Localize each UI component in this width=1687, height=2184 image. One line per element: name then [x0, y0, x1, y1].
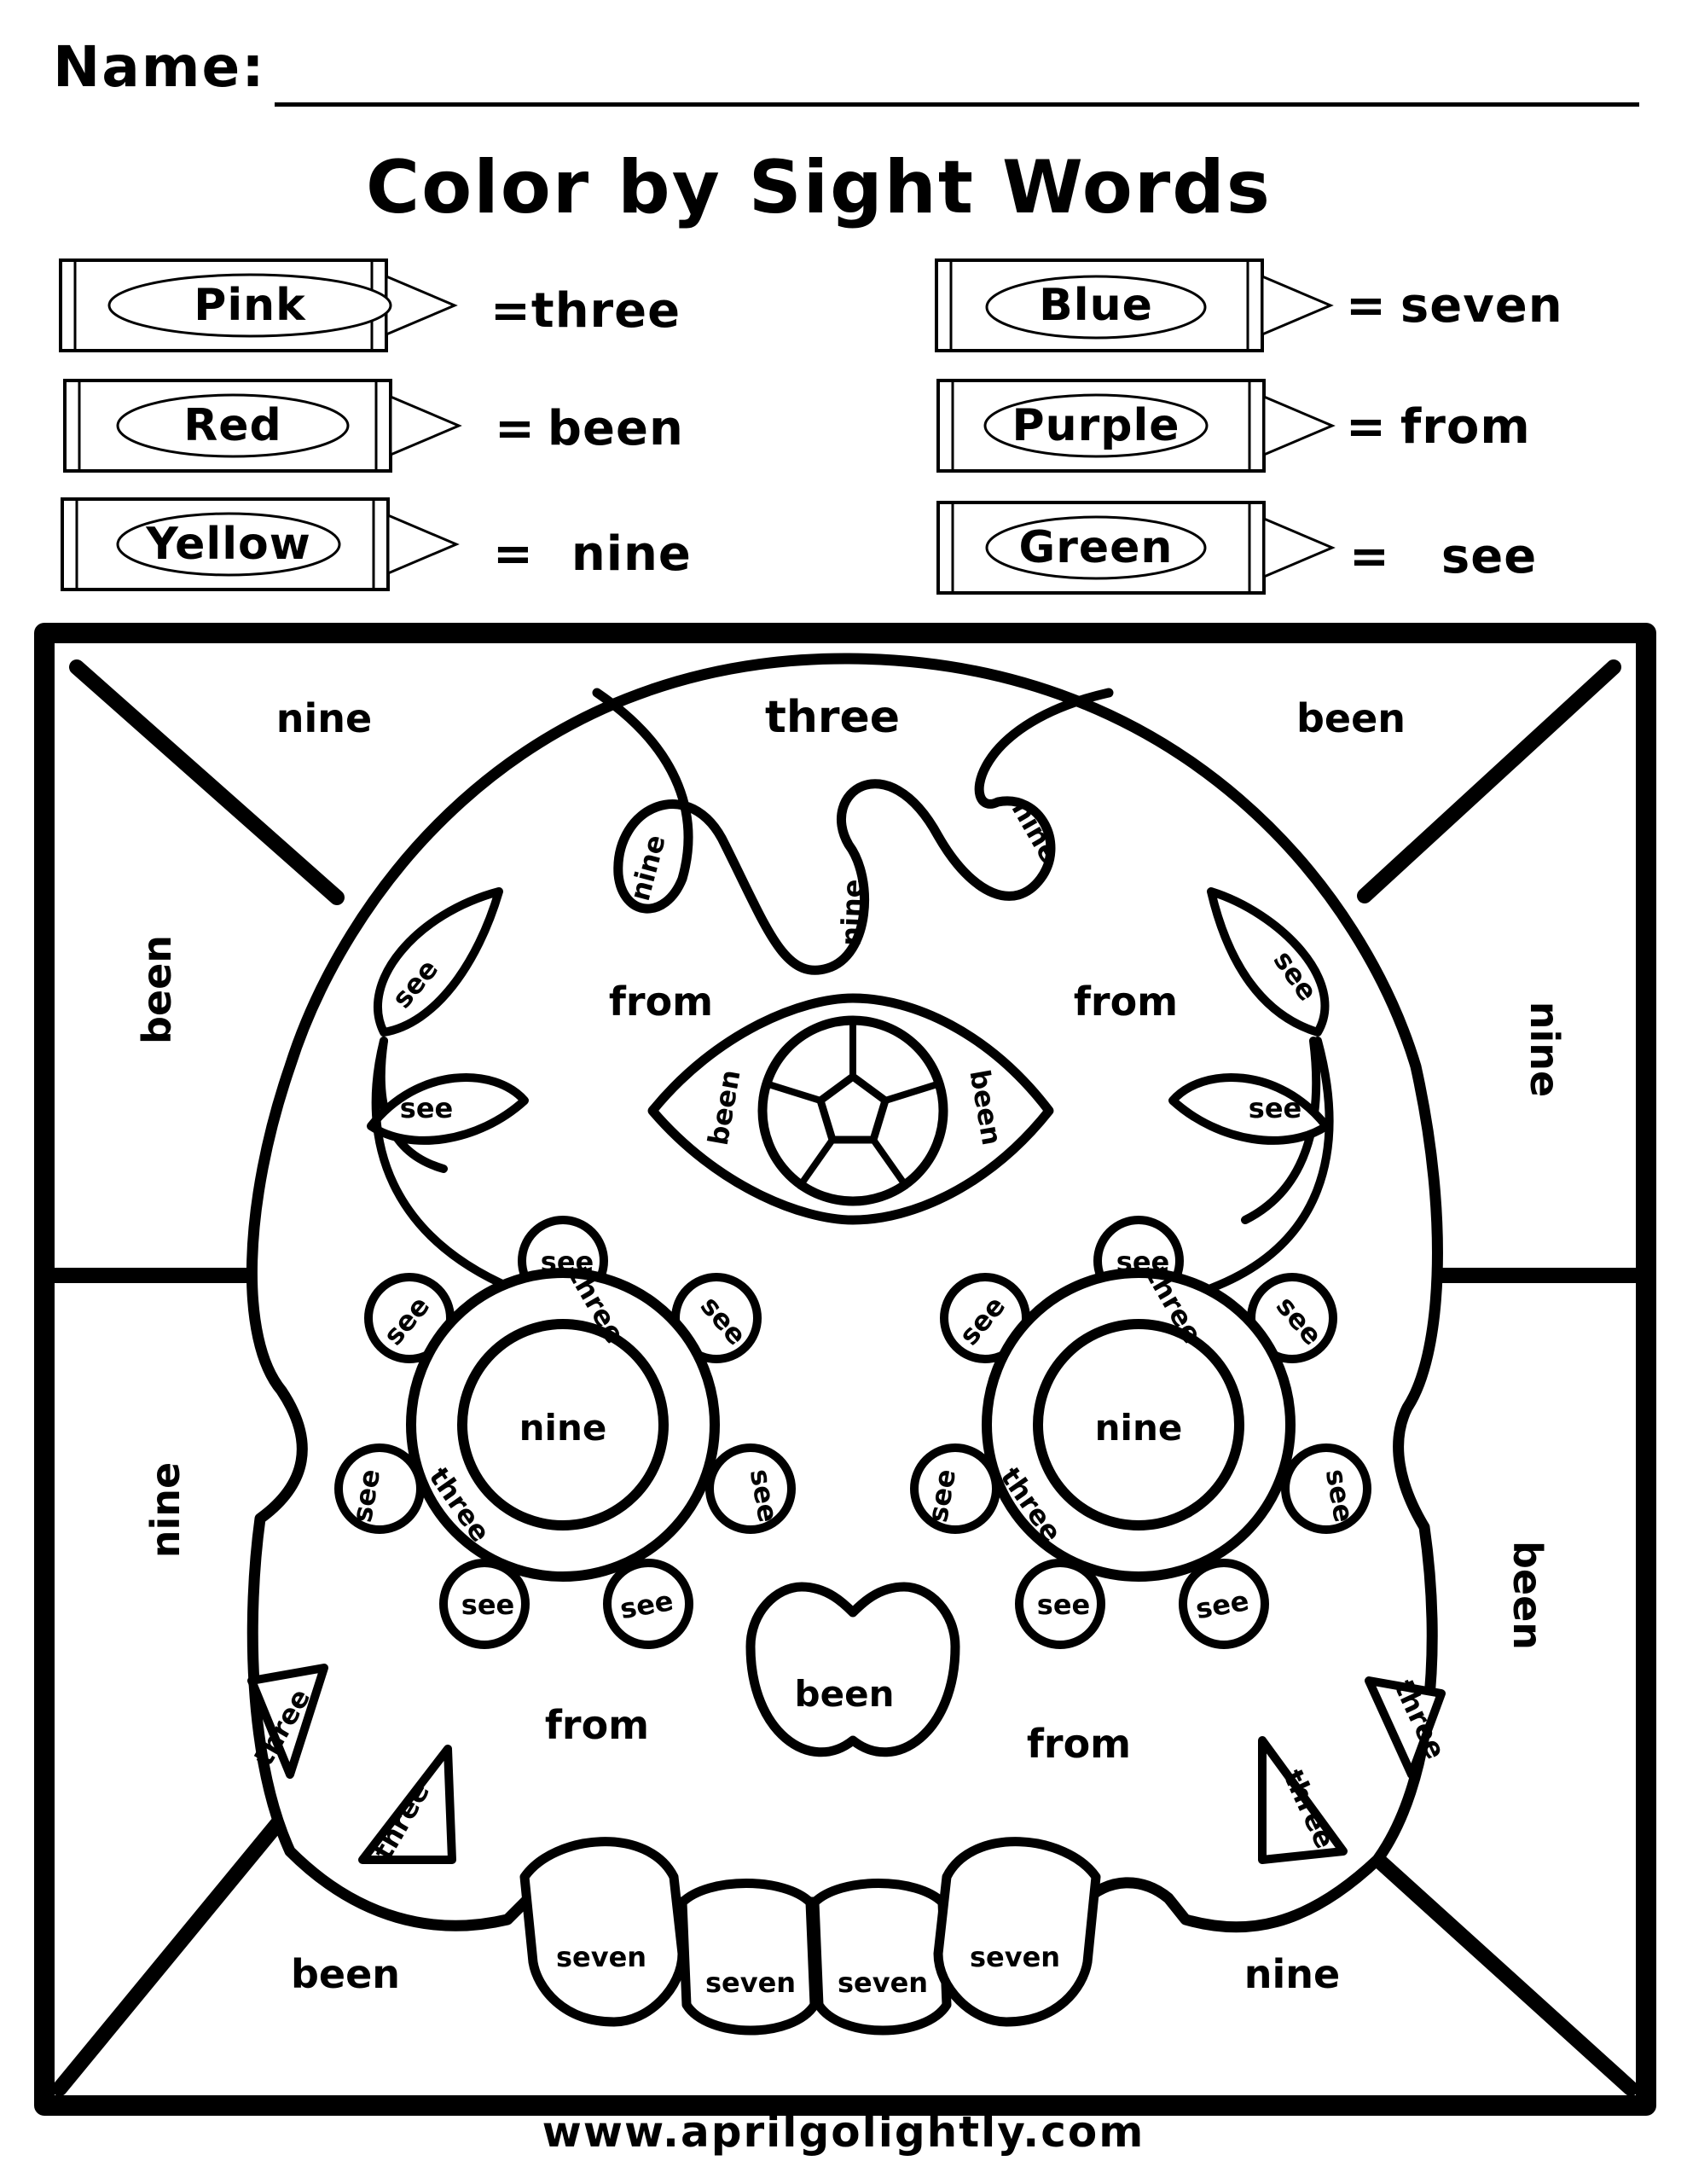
- crayon-icon: [936, 501, 1336, 595]
- word-corner-top-right: been: [1296, 695, 1406, 741]
- crayon-icon: [61, 497, 460, 591]
- left-eye-flower: [334, 1216, 796, 1649]
- gem-facet: [816, 1072, 890, 1144]
- word-cheek: from: [545, 1702, 649, 1748]
- word-cheek: from: [1027, 1721, 1131, 1767]
- name-label: Name:: [53, 34, 266, 100]
- corner-divider: [1372, 1854, 1638, 2096]
- teeth: [519, 1837, 1101, 2036]
- leaf-shape: [1207, 887, 1330, 1037]
- word-right-upper: nine: [1522, 1002, 1568, 1097]
- leaf-shape: [367, 1072, 529, 1145]
- word-corner-bottom-right: nine: [1244, 1951, 1340, 1997]
- jaw-corner-shape: [247, 1664, 328, 1779]
- equals-sign: =: [490, 283, 531, 339]
- vine-stem: [371, 1037, 516, 1292]
- word-right-lower: been: [1504, 1541, 1551, 1650]
- key-equation-pink: =three: [490, 283, 681, 339]
- skull-outline: [246, 653, 1443, 1933]
- word-eye-center: nine: [519, 1407, 607, 1449]
- word-cheek: from: [1074, 979, 1178, 1025]
- corner-divider: [1357, 659, 1621, 903]
- right-eye-flower: [910, 1216, 1371, 1649]
- key-equation-blue: =seven: [1346, 278, 1563, 334]
- key-word: nine: [571, 526, 692, 582]
- word-eye-center: nine: [1095, 1407, 1183, 1449]
- corner-divider: [69, 659, 345, 905]
- equals-sign: =: [493, 526, 534, 582]
- crayon-icon: [936, 379, 1336, 473]
- word-cheek: from: [609, 979, 713, 1025]
- crayon-icon: [935, 258, 1334, 352]
- vine-stem: [1207, 1037, 1334, 1292]
- equals-sign: =: [1346, 278, 1387, 334]
- key-word: been: [547, 401, 684, 456]
- forehead-swirl: [592, 688, 1114, 975]
- crayon-color-label: Green: [1018, 522, 1174, 573]
- name-writing-line[interactable]: [275, 102, 1639, 107]
- sugar-skull-coloring-picture: nine three been been nine nine been been…: [34, 623, 1656, 2116]
- leaf-shape: [1168, 1072, 1330, 1145]
- crayon-key-red: Red: [62, 378, 463, 473]
- crayon-color-label: Yellow: [146, 519, 311, 570]
- word-corner-bottom-left: been: [291, 1951, 400, 1997]
- word-corner-top-left: nine: [276, 695, 372, 741]
- crayon-key-blue: Blue: [934, 258, 1335, 353]
- key-word: from: [1400, 399, 1531, 455]
- word-petal: see: [541, 1246, 594, 1278]
- gem-facet: [870, 1136, 909, 1189]
- heart-nose: [745, 1582, 960, 1757]
- footer-website: www.aprilgolightly.com: [542, 2107, 1145, 2157]
- jaw-corner-shape: [358, 1745, 456, 1864]
- crayon-color-label: Red: [183, 400, 282, 451]
- word-petal: see: [1037, 1589, 1090, 1621]
- word-left-upper: been: [134, 935, 180, 1044]
- picture-frame: [34, 623, 1656, 2116]
- crayon-icon: [63, 379, 462, 473]
- gem-facet: [882, 1080, 943, 1104]
- word-tooth: seven: [970, 1941, 1060, 1973]
- jaw-corner-shape: [1365, 1676, 1446, 1779]
- key-word: three: [530, 283, 681, 339]
- crayon-color-label: Pink: [194, 280, 306, 331]
- crayon-icon: [59, 258, 458, 352]
- word-petal: see: [461, 1589, 514, 1621]
- word-swirl: nine: [835, 879, 870, 947]
- word-nose: been: [795, 1673, 895, 1715]
- corner-divider: [52, 1801, 298, 2096]
- word-leaf: see: [400, 1092, 453, 1124]
- crayon-key-yellow: Yellow: [60, 497, 461, 592]
- equals-sign: =: [495, 401, 536, 456]
- key-word: see: [1441, 529, 1538, 584]
- leaf-shape: [374, 887, 503, 1037]
- gem-facet: [762, 1080, 824, 1104]
- word-tooth: seven: [705, 1966, 796, 1999]
- word-top-center: three: [765, 692, 900, 743]
- key-word: seven: [1400, 278, 1563, 334]
- equals-sign: =: [1346, 399, 1387, 455]
- word-tooth: seven: [838, 1966, 928, 1999]
- crayon-key-green: Green: [936, 500, 1336, 595]
- key-equation-yellow: = nine: [493, 526, 692, 582]
- word-petal: see: [1116, 1246, 1169, 1278]
- word-tooth: seven: [556, 1941, 646, 1973]
- word-left-lower: nine: [142, 1462, 188, 1558]
- key-equation-green: = see: [1349, 529, 1537, 584]
- jaw-corner-shape: [1258, 1736, 1348, 1864]
- crayon-key-pink: Pink: [58, 258, 459, 353]
- key-equation-purple: =from: [1346, 399, 1531, 455]
- worksheet-title: Color by Sight Words: [366, 145, 1272, 230]
- gem-facet: [797, 1136, 836, 1189]
- vine-stem: [1241, 1037, 1321, 1224]
- crayon-key-purple: Purple: [936, 378, 1336, 473]
- key-equation-red: =been: [495, 401, 684, 456]
- crayon-color-label: Blue: [1039, 280, 1153, 331]
- word-leaf: see: [1249, 1092, 1301, 1124]
- equals-sign: =: [1349, 529, 1390, 584]
- crayon-color-label: Purple: [1012, 400, 1180, 451]
